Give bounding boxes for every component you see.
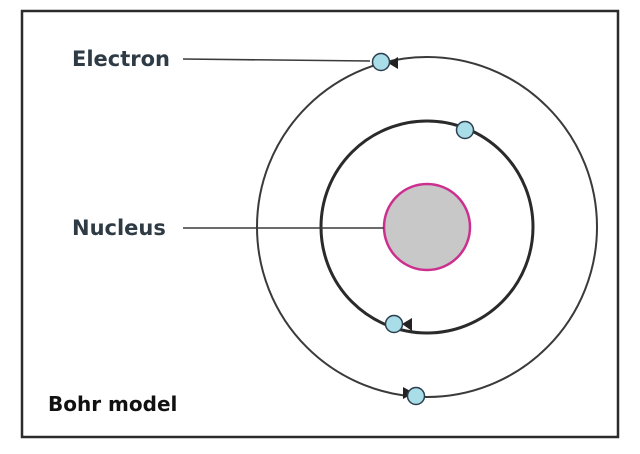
- inner-orbit: [319, 119, 535, 335]
- electron-outer-bottom: [406, 386, 426, 406]
- electron-inner-top: [455, 120, 475, 140]
- outer-orbit-arrow-top: [388, 57, 398, 69]
- electron-leader-line: [182, 58, 371, 62]
- diagram-caption: Bohr model: [48, 392, 177, 416]
- electron-outer-top: [371, 52, 391, 72]
- nucleus-label: Nucleus: [72, 216, 166, 240]
- electron-inner-bottom: [384, 314, 404, 334]
- electron-label: Electron: [72, 47, 170, 71]
- outer-orbit: [256, 56, 598, 398]
- nucleus: [382, 182, 472, 272]
- inner-orbit-arrow-bottom: [402, 318, 412, 331]
